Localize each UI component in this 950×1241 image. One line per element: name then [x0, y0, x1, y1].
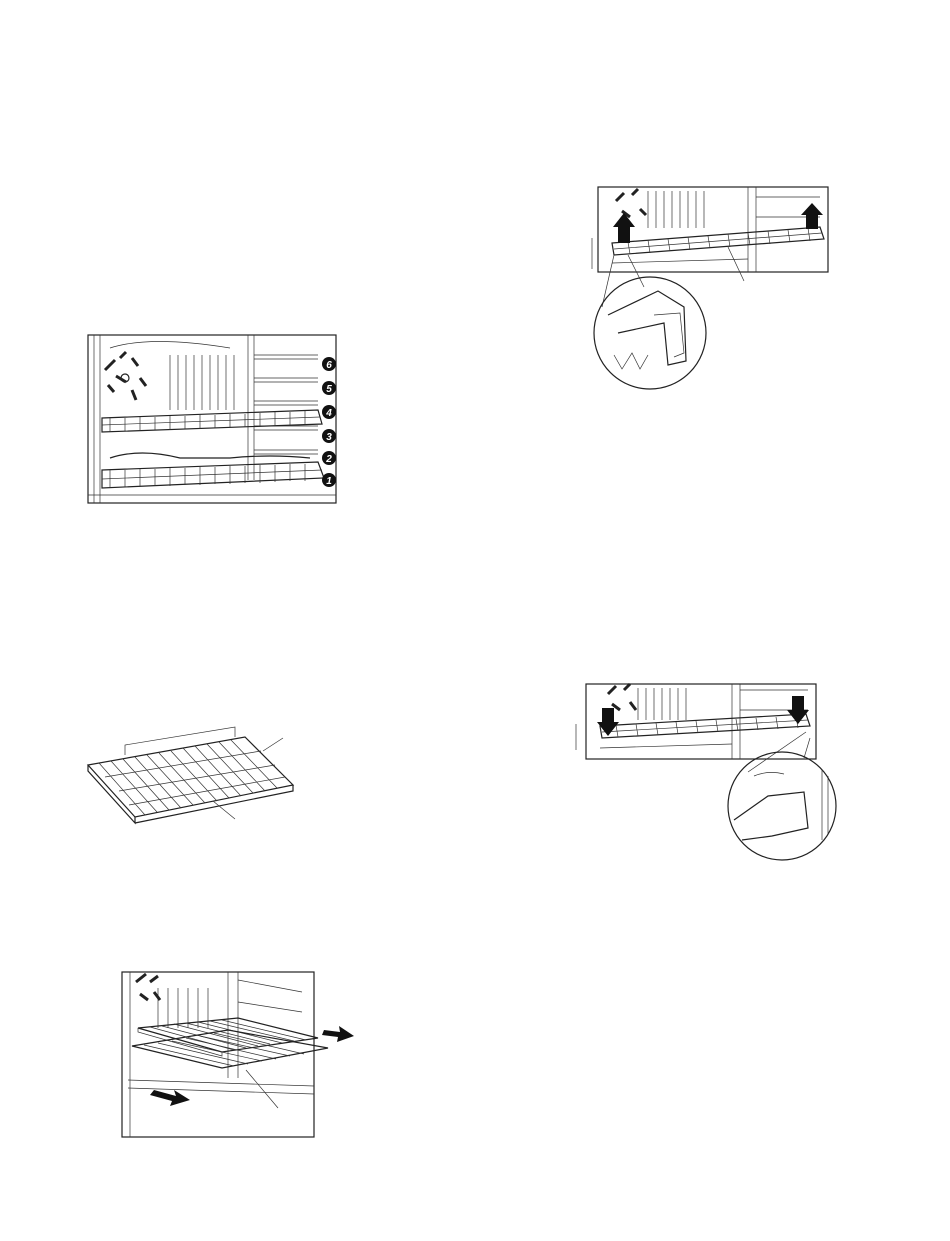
rack-positions-figure: 6 5 4 3 2 1 [80, 330, 350, 510]
rack-position-badges: 6 5 4 3 2 1 [322, 357, 336, 487]
upper-oven-rack [102, 410, 322, 432]
arrow-up-icon [801, 203, 823, 229]
pull-out-rack-figure [118, 968, 358, 1143]
rack-stop-detail [594, 255, 706, 389]
rack-stop-detail [728, 732, 836, 860]
rack-position-3: 3 [322, 429, 336, 443]
svg-text:1: 1 [326, 476, 332, 487]
svg-text:5: 5 [326, 384, 332, 395]
arrow-right-icon [322, 1026, 354, 1042]
leader-line [246, 1070, 278, 1108]
leader-line [263, 738, 283, 751]
rack-position-2: 2 [322, 451, 336, 465]
oven-rack [612, 227, 824, 255]
remove-rack-figure [588, 183, 833, 383]
fan-cover-icon [608, 684, 636, 710]
svg-text:2: 2 [325, 454, 332, 465]
svg-text:6: 6 [326, 360, 332, 371]
fan-cover-icon [136, 974, 160, 1000]
replace-rack-figure [572, 680, 837, 860]
svg-text:3: 3 [326, 432, 332, 443]
rack-position-6: 6 [322, 357, 336, 371]
arrow-down-icon [597, 708, 619, 736]
extension-rack-figure [85, 725, 305, 830]
arrow-right-icon [150, 1090, 190, 1106]
rack-position-4: 4 [322, 405, 336, 419]
fan-cover-icon [105, 352, 146, 400]
fan-cover-icon [616, 189, 646, 217]
lower-oven-rack [102, 462, 324, 488]
arrow-up-icon [613, 213, 635, 243]
leader-line [728, 247, 744, 281]
extended-oven-rack [132, 1018, 328, 1068]
rack-position-1: 1 [322, 473, 336, 487]
oven-rack [600, 714, 810, 738]
rack-position-5: 5 [322, 381, 336, 395]
svg-text:4: 4 [325, 408, 332, 419]
